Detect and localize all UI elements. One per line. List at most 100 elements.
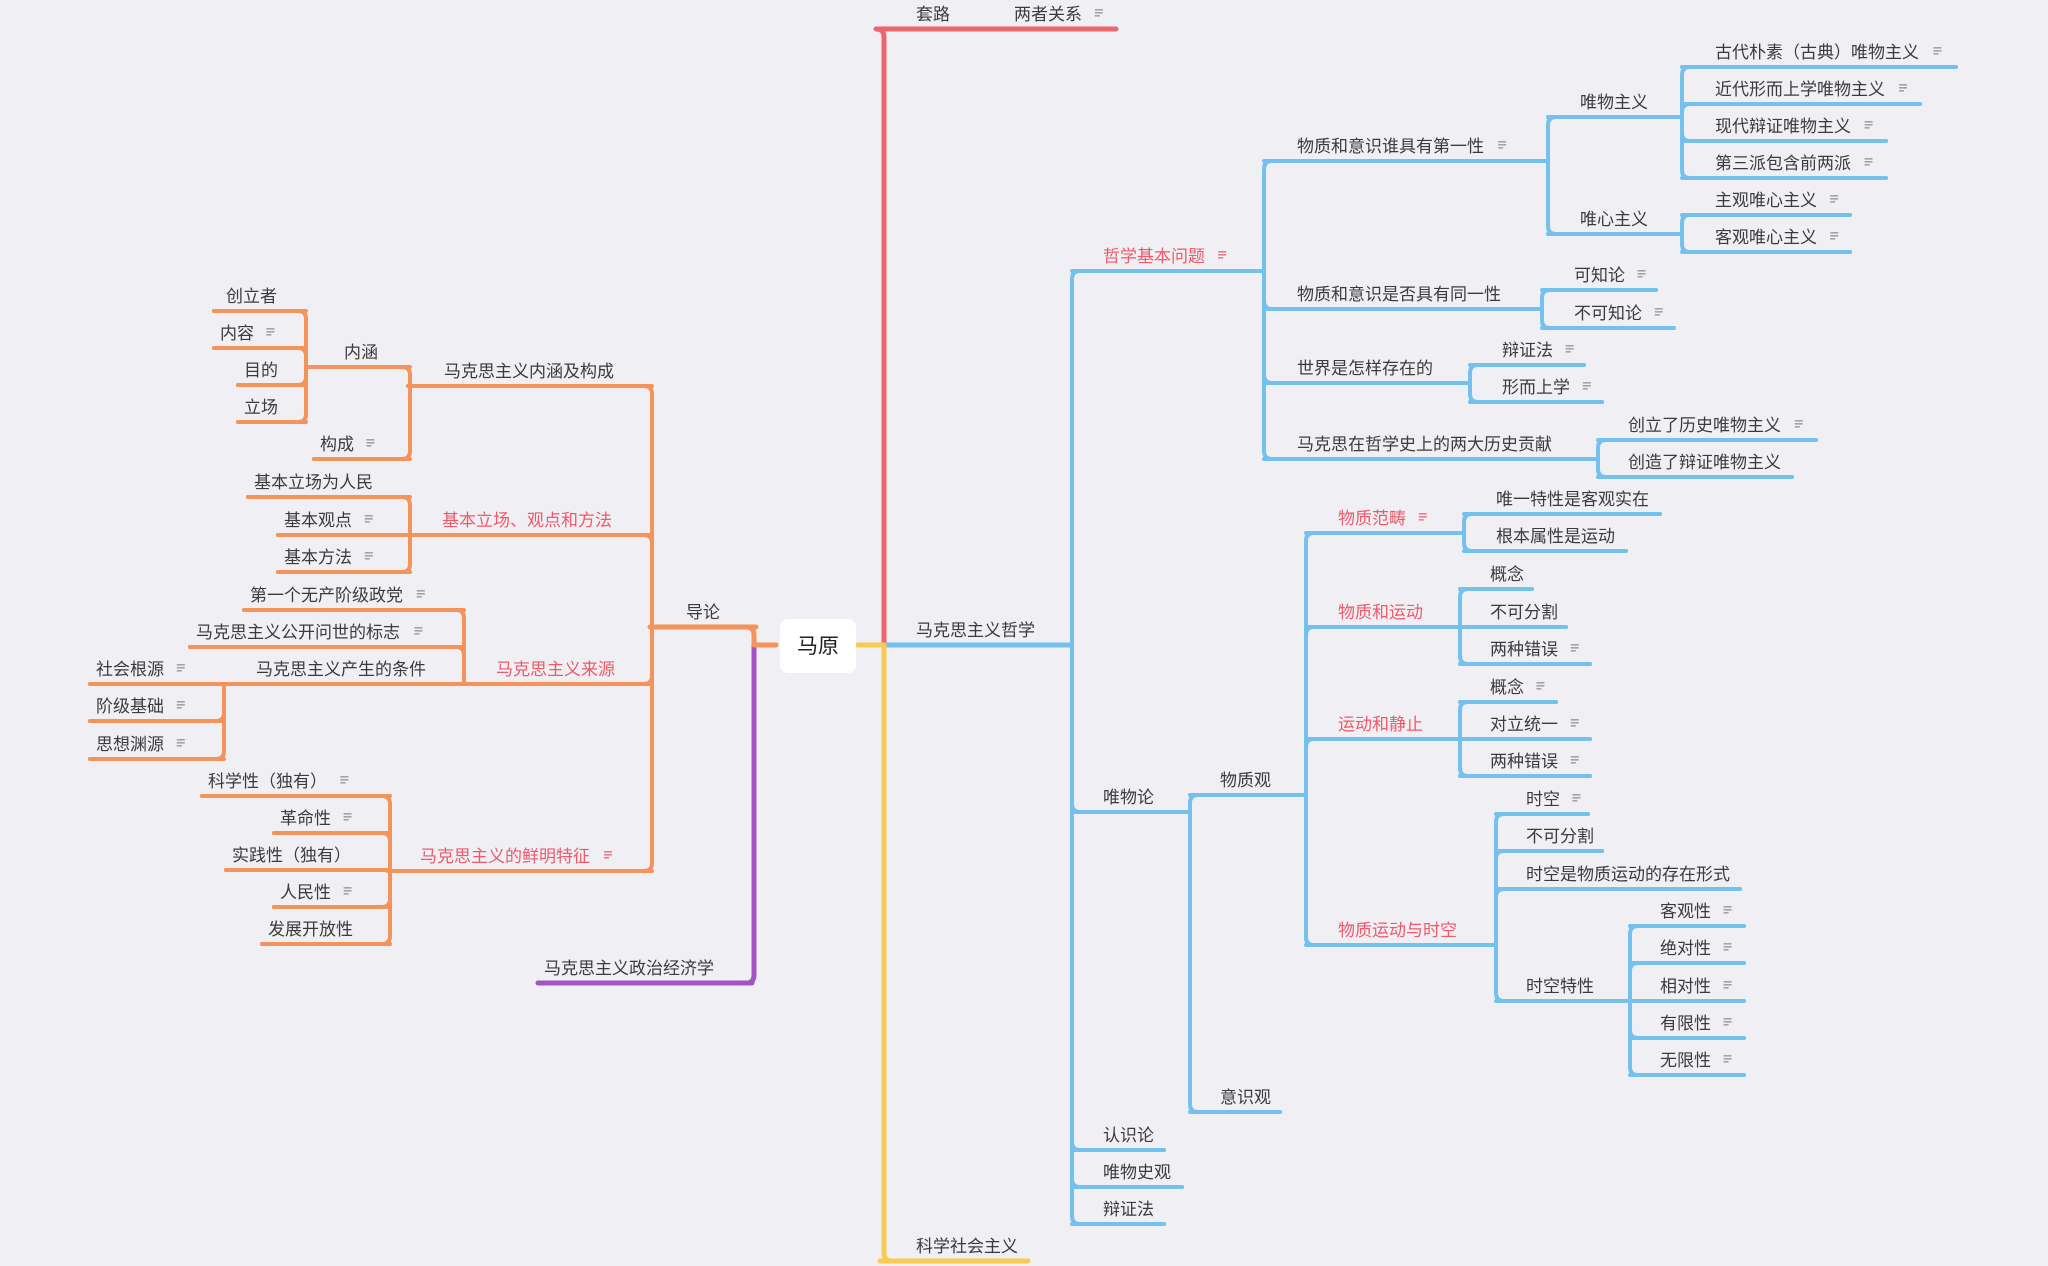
node-shijian[interactable]: 实践性（独有）: [232, 846, 351, 866]
notes-icon[interactable]: [1570, 756, 1579, 764]
node-weiyi[interactable]: 唯一特性是客观实在: [1496, 490, 1649, 510]
node-xiandai[interactable]: 现代辩证唯物主义: [1715, 117, 1851, 137]
notes-icon[interactable]: [1572, 794, 1581, 802]
root-label[interactable]: 马原: [797, 634, 839, 658]
notes-icon[interactable]: [604, 851, 612, 859]
node-zhexue[interactable]: 马克思主义哲学: [916, 621, 1035, 641]
notes-icon[interactable]: [414, 627, 423, 635]
node-yishiguan[interactable]: 意识观: [1220, 1088, 1271, 1108]
node-sixiang[interactable]: 思想渊源: [96, 735, 164, 755]
node-renshilun[interactable]: 认识论: [1103, 1126, 1154, 1146]
node-ydjz[interactable]: 运动和静止: [1338, 715, 1423, 735]
node-neirong[interactable]: 内容: [220, 324, 254, 344]
notes-icon[interactable]: [416, 590, 425, 598]
root-node[interactable]: [780, 619, 856, 673]
node-lishi[interactable]: 创立了历史唯物主义: [1628, 416, 1781, 436]
node-jiben_gd[interactable]: 基本观点: [284, 511, 352, 531]
node-genben[interactable]: 根本属性是运动: [1496, 527, 1615, 547]
notes-icon[interactable]: [1864, 121, 1873, 129]
notes-icon[interactable]: [364, 515, 373, 523]
node-laiyuan[interactable]: 马克思主义来源: [496, 660, 615, 680]
notes-icon[interactable]: [343, 813, 352, 821]
node-wzg[interactable]: 物质观: [1220, 771, 1271, 791]
node-sktx[interactable]: 时空特性: [1526, 977, 1594, 997]
node-tiaojian[interactable]: 马克思主义产生的条件: [256, 660, 426, 680]
node-cunzai[interactable]: 世界是怎样存在的: [1297, 359, 1433, 379]
notes-icon[interactable]: [1582, 382, 1591, 390]
node-bukezhi[interactable]: 不可知论: [1574, 304, 1642, 324]
notes-icon[interactable]: [1218, 251, 1227, 259]
node-zhuguan[interactable]: 主观唯心主义: [1715, 191, 1817, 211]
node-wwl[interactable]: 唯物论: [1103, 788, 1154, 808]
node-bianzhengfa[interactable]: 辩证法: [1103, 1200, 1154, 1220]
notes-icon[interactable]: [1723, 981, 1732, 989]
node-jiben_ff[interactable]: 基本方法: [284, 548, 352, 568]
notes-icon[interactable]: [343, 887, 352, 895]
node-goucheng[interactable]: 构成: [320, 435, 354, 455]
notes-icon[interactable]: [1723, 906, 1732, 914]
node-bukefen2[interactable]: 不可分割: [1526, 827, 1594, 847]
notes-icon[interactable]: [1864, 158, 1873, 166]
notes-icon[interactable]: [1498, 141, 1507, 149]
node-jbwt[interactable]: 哲学基本问题: [1103, 247, 1205, 267]
node-bukefen1[interactable]: 不可分割: [1490, 603, 1558, 623]
node-wxzy[interactable]: 唯心主义: [1580, 210, 1648, 230]
notes-icon[interactable]: [1830, 232, 1839, 240]
node-lishiguan[interactable]: 唯物史观: [1103, 1163, 1171, 1183]
notes-icon[interactable]: [1933, 47, 1942, 55]
node-jueduix[interactable]: 绝对性: [1660, 939, 1711, 959]
notes-icon[interactable]: [1637, 270, 1646, 278]
notes-icon[interactable]: [176, 701, 185, 709]
node-disan[interactable]: 第三派包含前两派: [1715, 154, 1851, 174]
node-gainian2[interactable]: 概念: [1490, 677, 1524, 698]
node-shikong[interactable]: 时空: [1526, 790, 1560, 810]
node-renmin[interactable]: 人民性: [280, 883, 331, 903]
notes-icon[interactable]: [1899, 84, 1907, 92]
node-cunzaixs[interactable]: 时空是物质运动的存在形式: [1526, 865, 1730, 885]
node-fazhan[interactable]: 发展开放性: [268, 920, 353, 940]
node-geming[interactable]: 革命性: [280, 809, 331, 829]
node-taolu[interactable]: 套路: [916, 5, 950, 25]
node-gongkai[interactable]: 马克思主义公开问世的标志: [196, 623, 400, 643]
node-youxianx[interactable]: 有限性: [1660, 1014, 1711, 1034]
notes-icon[interactable]: [1418, 513, 1427, 521]
notes-icon[interactable]: [366, 439, 375, 447]
node-gongxian[interactable]: 马克思在哲学史上的两大历史贡献: [1297, 435, 1552, 455]
notes-icon[interactable]: [1570, 644, 1579, 652]
node-tyx[interactable]: 物质和意识是否具有同一性: [1297, 285, 1501, 305]
node-dyx[interactable]: 物质和意识谁具有第一性: [1297, 137, 1484, 157]
node-bianzheng_wz[interactable]: 创造了辩证唯物主义: [1628, 453, 1781, 473]
node-jieji[interactable]: 阶级基础: [96, 697, 164, 717]
notes-icon[interactable]: [1830, 195, 1839, 203]
node-wzyd[interactable]: 物质和运动: [1338, 603, 1423, 623]
node-wwzy[interactable]: 唯物主义: [1580, 93, 1648, 113]
notes-icon[interactable]: [1094, 9, 1103, 17]
node-kexue_sh[interactable]: 科学社会主义: [916, 1237, 1018, 1257]
node-neihan[interactable]: 内涵: [344, 343, 378, 363]
node-wuxianx[interactable]: 无限性: [1660, 1051, 1711, 1071]
notes-icon[interactable]: [1654, 308, 1663, 316]
notes-icon[interactable]: [364, 552, 373, 560]
node-jiben_lc[interactable]: 基本立场为人民: [254, 473, 373, 493]
notes-icon[interactable]: [1723, 1055, 1732, 1063]
node-daolun[interactable]: 导论: [686, 603, 720, 623]
node-lichang[interactable]: 立场: [244, 398, 278, 418]
notes-icon[interactable]: [1570, 719, 1579, 727]
node-keguan[interactable]: 客观唯心主义: [1715, 228, 1817, 248]
node-cuowu2[interactable]: 两种错误: [1490, 752, 1558, 772]
node-kexue[interactable]: 科学性（独有）: [208, 772, 327, 792]
node-gudai[interactable]: 古代朴素（古典）唯物主义: [1715, 43, 1919, 63]
node-tezheng[interactable]: 马克思主义的鲜明特征: [420, 847, 590, 867]
node-zhengjing[interactable]: 马克思主义政治经济学: [544, 959, 714, 979]
notes-icon[interactable]: [266, 328, 275, 336]
node-gainian1[interactable]: 概念: [1490, 564, 1524, 585]
node-liangzhe[interactable]: 两者关系: [1014, 5, 1082, 25]
node-xingershang[interactable]: 形而上学: [1502, 378, 1570, 398]
node-jindai[interactable]: 近代形而上学唯物主义: [1715, 80, 1885, 100]
node-keguanx[interactable]: 客观性: [1660, 902, 1711, 922]
node-shehui[interactable]: 社会根源: [96, 660, 164, 680]
node-mudi[interactable]: 目的: [244, 361, 278, 381]
notes-icon[interactable]: [176, 664, 185, 672]
node-jiben[interactable]: 基本立场、观点和方法: [442, 511, 612, 531]
notes-icon[interactable]: [1723, 943, 1732, 951]
